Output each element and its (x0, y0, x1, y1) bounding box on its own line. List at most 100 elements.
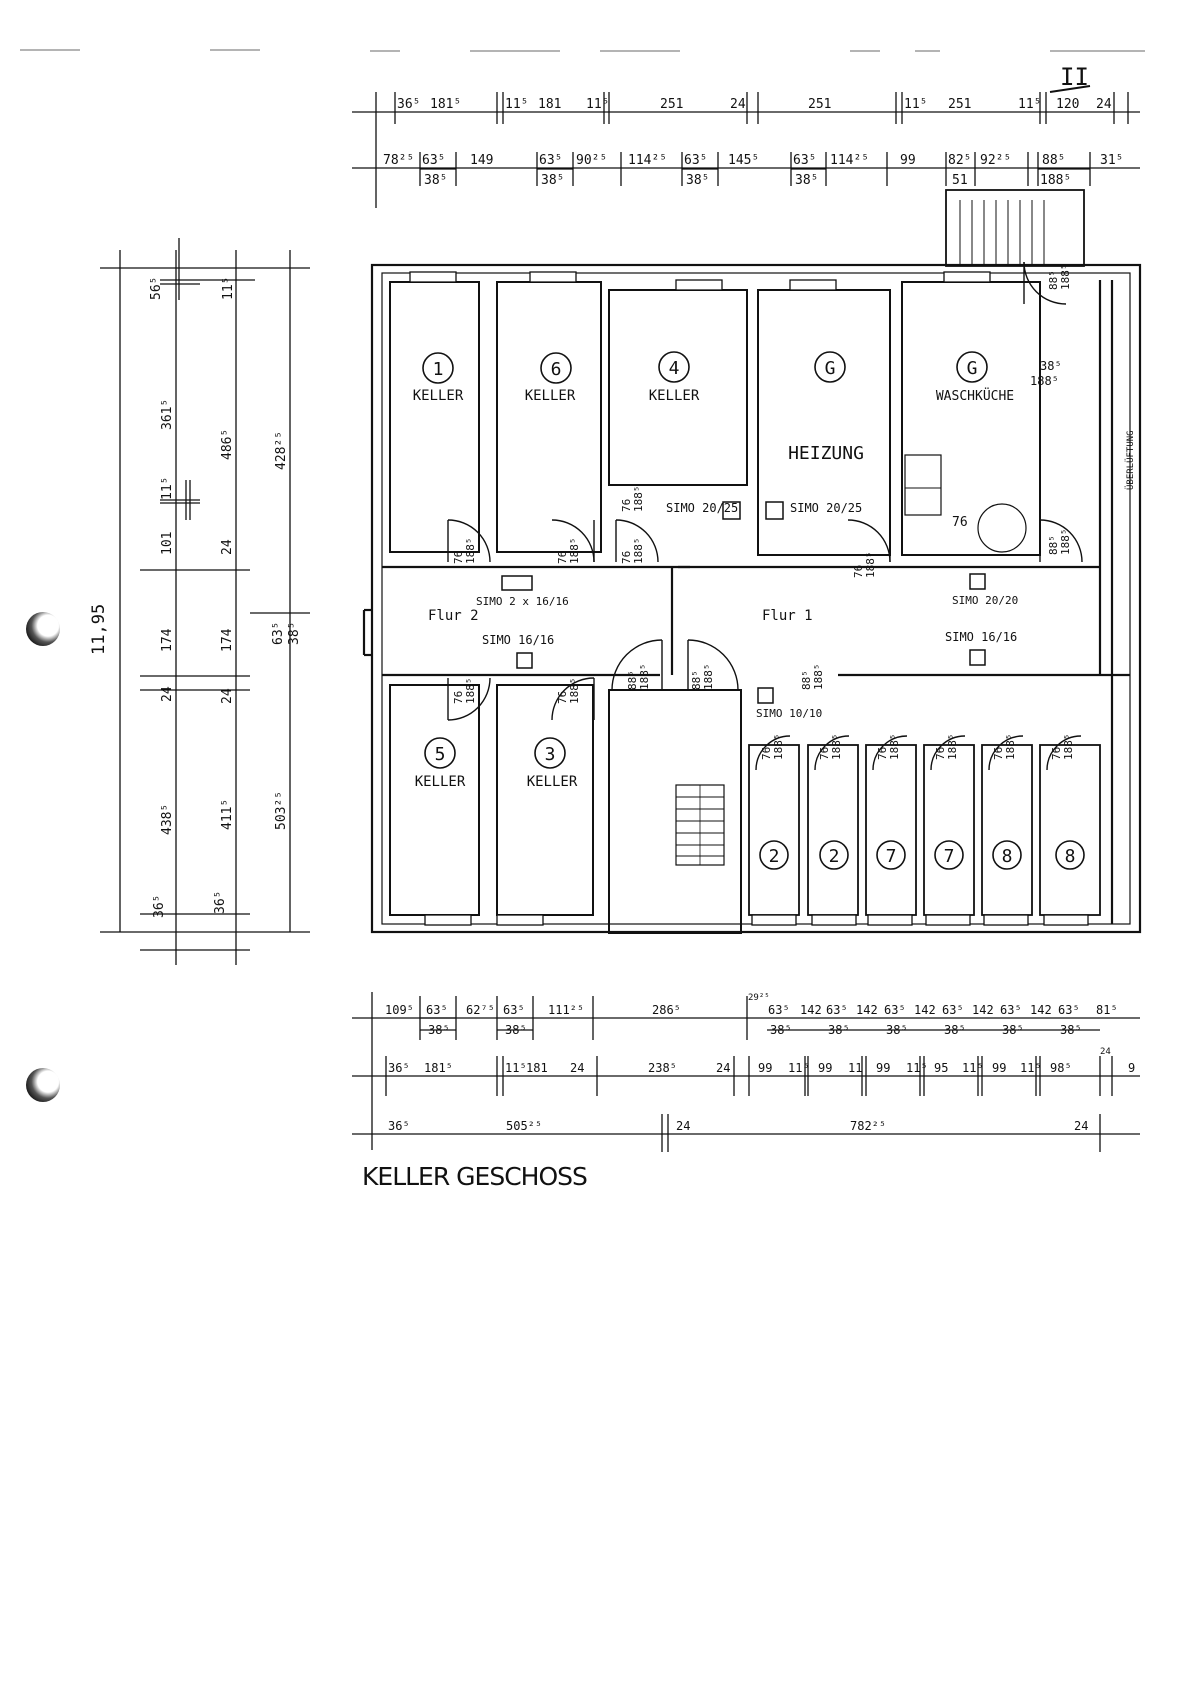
svg-text:31⁵: 31⁵ (1100, 153, 1123, 168)
svg-text:63⁵: 63⁵ (1058, 1003, 1080, 1017)
svg-text:76: 76 (934, 747, 947, 760)
svg-text:76: 76 (452, 691, 465, 704)
svg-text:92²⁵: 92²⁵ (980, 153, 1011, 168)
svg-text:24: 24 (716, 1061, 730, 1075)
svg-text:56⁵: 56⁵ (149, 277, 164, 300)
shaft-simo-20-20: SIMO 20/20 (952, 573, 1018, 607)
svg-text:8: 8 (1002, 846, 1013, 867)
svg-text:38⁵: 38⁵ (541, 173, 564, 188)
svg-text:11⁵: 11⁵ (962, 1061, 984, 1075)
svg-text:181: 181 (526, 1061, 548, 1075)
svg-text:251: 251 (660, 97, 683, 112)
svg-text:188⁵: 188⁵ (632, 538, 645, 565)
stall-8a: 8 (992, 840, 1022, 870)
svg-text:188⁵: 188⁵ (1059, 529, 1072, 556)
svg-text:KELLER: KELLER (649, 388, 700, 404)
svg-text:3: 3 (545, 744, 556, 765)
svg-text:7: 7 (944, 846, 955, 867)
svg-text:82⁵: 82⁵ (948, 153, 971, 168)
svg-text:181⁵: 181⁵ (424, 1061, 453, 1075)
svg-text:88⁵: 88⁵ (1047, 535, 1060, 555)
svg-text:2: 2 (829, 846, 840, 867)
room-keller-6: 6 KELLER (496, 271, 602, 553)
svg-text:76: 76 (818, 747, 831, 760)
svg-text:9: 9 (1128, 1061, 1135, 1075)
svg-text:76: 76 (620, 551, 633, 564)
svg-text:142: 142 (800, 1003, 822, 1017)
svg-text:188⁵: 188⁵ (772, 734, 785, 761)
svg-text:11⁵: 11⁵ (505, 97, 528, 112)
svg-text:188⁵: 188⁵ (638, 664, 651, 691)
svg-text:36⁵: 36⁵ (152, 895, 167, 918)
room-waschkueche: G WASCHKÜCHE 76 38⁵ 188⁵ (901, 271, 1062, 556)
svg-text:188⁵: 188⁵ (1059, 264, 1072, 291)
svg-text:188⁵: 188⁵ (1040, 173, 1071, 188)
svg-text:63⁵: 63⁵ (768, 1003, 790, 1017)
svg-text:109⁵: 109⁵ (385, 1003, 414, 1017)
svg-text:188⁵: 188⁵ (1030, 374, 1059, 388)
svg-text:63⁵: 63⁵ (684, 153, 707, 168)
corridor-flur-2: Flur 2 (428, 608, 479, 624)
svg-text:36⁵: 36⁵ (213, 891, 228, 914)
svg-text:174: 174 (220, 628, 235, 652)
svg-text:38⁵: 38⁵ (1060, 1023, 1082, 1037)
svg-text:38⁵: 38⁵ (795, 173, 818, 188)
svg-text:90²⁵: 90²⁵ (576, 153, 607, 168)
svg-text:SIMO 16/16: SIMO 16/16 (482, 633, 554, 647)
svg-text:76: 76 (952, 515, 968, 530)
svg-text:24: 24 (676, 1119, 690, 1133)
svg-text:142: 142 (914, 1003, 936, 1017)
svg-text:63⁵: 63⁵ (884, 1003, 906, 1017)
svg-text:Flur 2: Flur 2 (428, 608, 479, 624)
svg-text:63⁵: 63⁵ (942, 1003, 964, 1017)
svg-text:36⁵: 36⁵ (397, 97, 420, 112)
stall-8b: 8 (1055, 840, 1085, 870)
svg-text:KELLER: KELLER (525, 388, 576, 404)
svg-text:63⁵: 63⁵ (539, 153, 562, 168)
svg-text:88⁵: 88⁵ (1047, 270, 1060, 290)
door-dimension-notes: 76 188⁵ 76 188⁵ 76 188⁵ 76 188⁵ 76 188⁵ … (452, 264, 1075, 761)
svg-text:4: 4 (669, 358, 680, 379)
svg-text:101: 101 (160, 532, 175, 555)
shaft-simo-16-a: SIMO 16/16 (482, 633, 554, 669)
svg-text:G: G (825, 358, 836, 379)
svg-text:WASCHKÜCHE: WASCHKÜCHE (936, 387, 1014, 404)
svg-text:KELLER: KELLER (413, 388, 464, 404)
svg-text:7: 7 (886, 846, 897, 867)
svg-text:29²⁵: 29²⁵ (748, 993, 770, 1003)
svg-text:76: 76 (852, 565, 865, 578)
svg-text:24: 24 (730, 97, 746, 112)
svg-text:188⁵: 188⁵ (864, 552, 877, 579)
svg-text:11⁵: 11⁵ (586, 97, 609, 112)
svg-text:38⁵: 38⁵ (770, 1023, 792, 1037)
svg-text:38⁵: 38⁵ (944, 1023, 966, 1037)
svg-text:62⁷⁵: 62⁷⁵ (466, 1003, 495, 1017)
svg-text:24: 24 (220, 539, 235, 555)
top-dimension-labels-row2: 78²⁵ 63⁵ 38⁵ 149 63⁵ 38⁵ 90²⁵ 114²⁵ 63⁵ … (383, 153, 1123, 188)
svg-text:11⁵: 11⁵ (160, 477, 175, 500)
svg-text:88⁵: 88⁵ (690, 670, 703, 690)
svg-text:251: 251 (948, 97, 971, 112)
svg-text:76: 76 (556, 691, 569, 704)
top-dimension-chains (352, 92, 1140, 208)
stall-7b: 7 (934, 840, 964, 870)
room-keller-3: 3 KELLER (496, 684, 594, 926)
svg-text:99: 99 (758, 1061, 772, 1075)
svg-text:251: 251 (808, 97, 831, 112)
svg-text:114²⁵: 114²⁵ (628, 153, 667, 168)
svg-text:188⁵: 188⁵ (632, 486, 645, 513)
svg-text:188⁵: 188⁵ (702, 664, 715, 691)
svg-text:76: 76 (452, 551, 465, 564)
svg-text:438⁵: 438⁵ (160, 804, 175, 835)
svg-text:SIMO 20/25: SIMO 20/25 (666, 501, 738, 515)
svg-text:63⁵: 63⁵ (826, 1003, 848, 1017)
svg-text:142: 142 (1030, 1003, 1052, 1017)
svg-text:38⁵: 38⁵ (424, 173, 447, 188)
svg-text:38⁵: 38⁵ (686, 173, 709, 188)
svg-text:188⁵: 188⁵ (1062, 734, 1075, 761)
svg-text:98⁵: 98⁵ (1050, 1061, 1072, 1075)
scan-edge-marks (20, 49, 1145, 52)
svg-text:76: 76 (556, 551, 569, 564)
bottom-dimension-labels-row3: 36⁵ 505²⁵ 24 782²⁵ 24 (388, 1119, 1088, 1133)
svg-text:99: 99 (900, 153, 916, 168)
